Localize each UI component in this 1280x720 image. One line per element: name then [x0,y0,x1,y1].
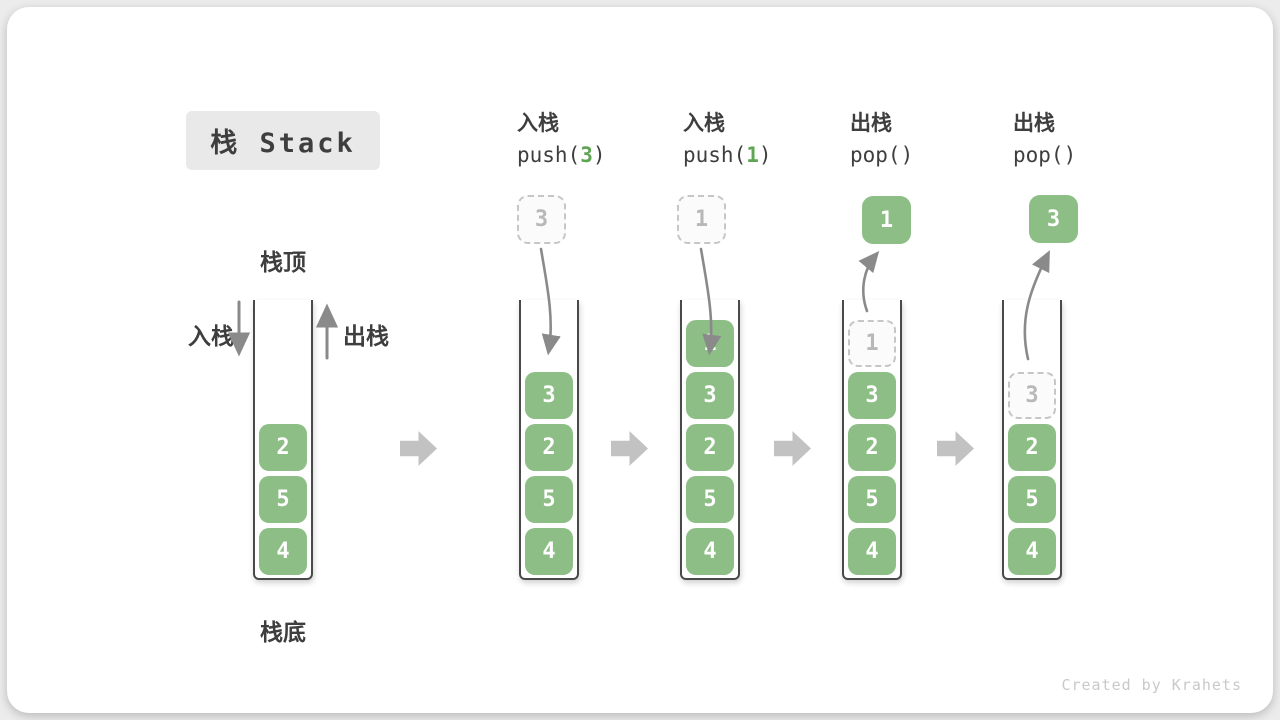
stack-bottom-label: 栈底 [260,620,306,646]
floating-value-popped: 1 [862,196,911,244]
operation-label-4: 出栈 pop() [1013,106,1183,170]
step-arrow-icon [774,431,811,466]
stack-cell: 5 [525,476,573,523]
operation-code-text: push(1) [683,143,772,167]
stack-cell: 3 [848,372,896,419]
stack-cell: 2 [525,424,573,471]
stack-container-5: 4 5 2 3 [1002,300,1062,580]
step-arrow-icon [400,431,437,466]
stack-cell: 3 [686,372,734,419]
stack-cell: 4 [1008,528,1056,575]
stack-cell: 5 [848,476,896,523]
stack-container-2: 4 5 2 3 [519,300,579,580]
stack-cell: 2 [1008,424,1056,471]
diagram-card: 栈 Stack 栈顶 栈底 入栈 出栈 入栈 push(3) 入栈 push(1) 出栈… [7,7,1273,713]
floating-value-popped: 3 [1029,195,1078,243]
stack-top-label: 栈顶 [260,250,306,276]
stack-cell: 5 [1008,476,1056,523]
stack-cell: 4 [848,528,896,575]
stack-cell: 4 [525,528,573,575]
stack-cell: 1 [686,320,734,367]
operation-action-text: 入栈 [683,111,725,135]
stack-container-3: 4 5 2 3 1 [680,300,740,580]
floating-value-ghost: 1 [677,195,726,244]
operation-code-text: push(3) [517,143,606,167]
stack-cell: 2 [848,424,896,471]
operation-action-text: 出栈 [1013,111,1055,135]
operation-label-3: 出栈 pop() [850,106,1020,170]
stack-container-4: 4 5 2 3 1 [842,300,902,580]
stack-cell: 5 [259,476,307,523]
step-arrow-icon [611,431,648,466]
operation-code-text: pop() [850,143,914,167]
operation-code-arg: 1 [746,143,759,167]
operation-action-text: 出栈 [850,111,892,135]
operation-code-arg: 3 [580,143,593,167]
pop-direction-label: 出栈 [343,324,389,350]
operation-action-text: 入栈 [517,111,559,135]
operation-code-text: pop() [1013,143,1077,167]
stack-cell: 2 [686,424,734,471]
stack-cell-ghost: 1 [848,320,896,367]
stack-cell: 4 [259,528,307,575]
stack-cell: 3 [525,372,573,419]
stack-cell-ghost: 3 [1008,372,1056,419]
step-arrow-icon [937,431,974,466]
floating-value-ghost: 3 [517,195,566,244]
operation-label-1: 入栈 push(3) [517,106,687,170]
diagram-title: 栈 Stack [186,111,380,170]
stack-cell: 2 [259,424,307,471]
stack-cell: 4 [686,528,734,575]
watermark: Created by Krahets [1061,676,1242,694]
stack-container-1: 4 5 2 [253,300,313,580]
stack-cell: 5 [686,476,734,523]
push-direction-label: 入栈 [188,324,234,350]
operation-label-2: 入栈 push(1) [683,106,853,170]
